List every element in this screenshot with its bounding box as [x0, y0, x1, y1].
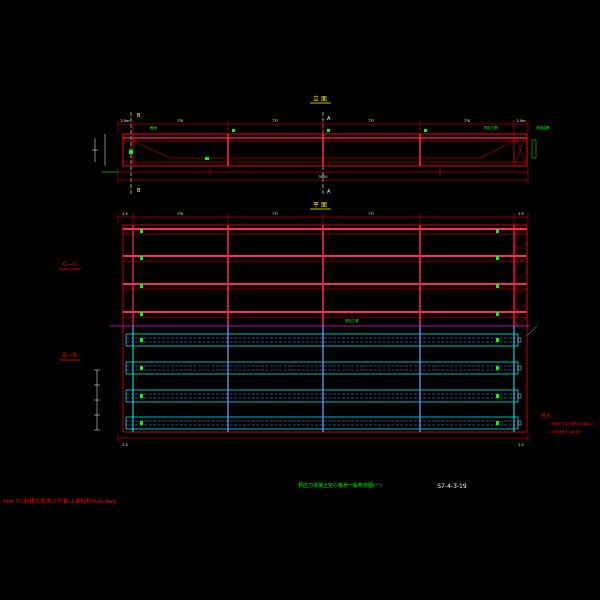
plan-left-dims: [94, 369, 100, 431]
xref-path: Xref D:\新建文件夹\1平面\上部结构\kzb.dwg: [3, 497, 116, 505]
plan-title: 平 面: [313, 202, 327, 209]
title-block: 预应力混凝土空心板桥一般构造图(一) S7-4-3-19: [298, 482, 467, 490]
plan-dim-1: 2.5: [122, 212, 128, 216]
dim-top-2: 7?0: [177, 119, 183, 123]
plan-dim-bottom-left: 2.5: [122, 443, 128, 447]
elevation-left-dims: [92, 134, 118, 173]
drawing-number: S7-4-3-19: [437, 483, 467, 490]
plan-dim-5: 2.5: [518, 212, 524, 216]
notes-heading: 附注:: [541, 412, 552, 419]
dim-top-1: 2.5m: [121, 119, 131, 123]
svg-text:B—B: B—B: [63, 352, 77, 359]
plan-upper-boards: [123, 224, 528, 327]
plan-right-leader: [526, 325, 538, 337]
plan-dim-2: 7?0: [177, 212, 183, 216]
section-mark-b-bottom: B: [137, 188, 141, 194]
notes-block: 附注: 1. 本图尺寸除注明外均以厘米计。 2. 本图适用于公路-I级。: [541, 412, 597, 434]
notes-item-1: 1. 本图尺寸除注明外均以厘米计。: [548, 421, 597, 426]
callout-mid: 预应力筋: [345, 318, 359, 323]
plan-dimension-bottom: 2.5 2.5: [117, 434, 529, 447]
drawing-title: 预应力混凝土空心板桥一般构造图(一): [298, 482, 382, 489]
plan-lower-boards: [125, 326, 522, 432]
callout-right: 预应力筋: [484, 125, 498, 130]
elevation-girder: [122, 129, 537, 167]
elevation-view: 立 面 A B A B 2.5m 7?0 7?? 7?? 7?0 2.5m 截面: [92, 95, 550, 195]
dim-top-6: 2.5m: [517, 119, 527, 123]
plan-outer-frame: [122, 224, 528, 433]
plan-dim-4: 7??: [368, 212, 374, 216]
dim-top-4: 7??: [368, 119, 374, 123]
svg-text:C—C: C—C: [63, 261, 77, 268]
section-label-c-c: C—C: [59, 261, 81, 270]
callout-left: 截面: [150, 125, 157, 130]
section-mark-b-top: B: [137, 113, 141, 119]
dim-top-3: 7??: [272, 119, 278, 123]
elevation-dimension-bottom: 3000: [117, 168, 529, 183]
section-mark-a-top: A: [327, 116, 331, 122]
elevation-dimension-top: 2.5m 7?0 7?? 7?? 7?0 2.5m: [117, 119, 529, 133]
callout-far-right: 底板钢筋: [536, 125, 550, 130]
plan-dim-3: 7??: [272, 212, 278, 216]
dim-top-5: 7?0: [464, 119, 470, 123]
section-mark-a-bottom: A: [327, 189, 331, 195]
notes-item-2: 2. 本图适用于公路-I级。: [548, 429, 583, 434]
plan-dim-bottom-right: 2.5: [518, 443, 524, 447]
plan-dimension-top: 2.5 7?0 7?? 7?? 2.5: [117, 212, 529, 224]
section-label-b-b: B—B: [59, 352, 81, 361]
plan-view: 平 面 2.5 7?0 7?? 7?? 2.5: [94, 202, 538, 447]
elevation-title: 立 面: [313, 95, 327, 103]
elevation-total-dim: 3000: [319, 175, 328, 179]
